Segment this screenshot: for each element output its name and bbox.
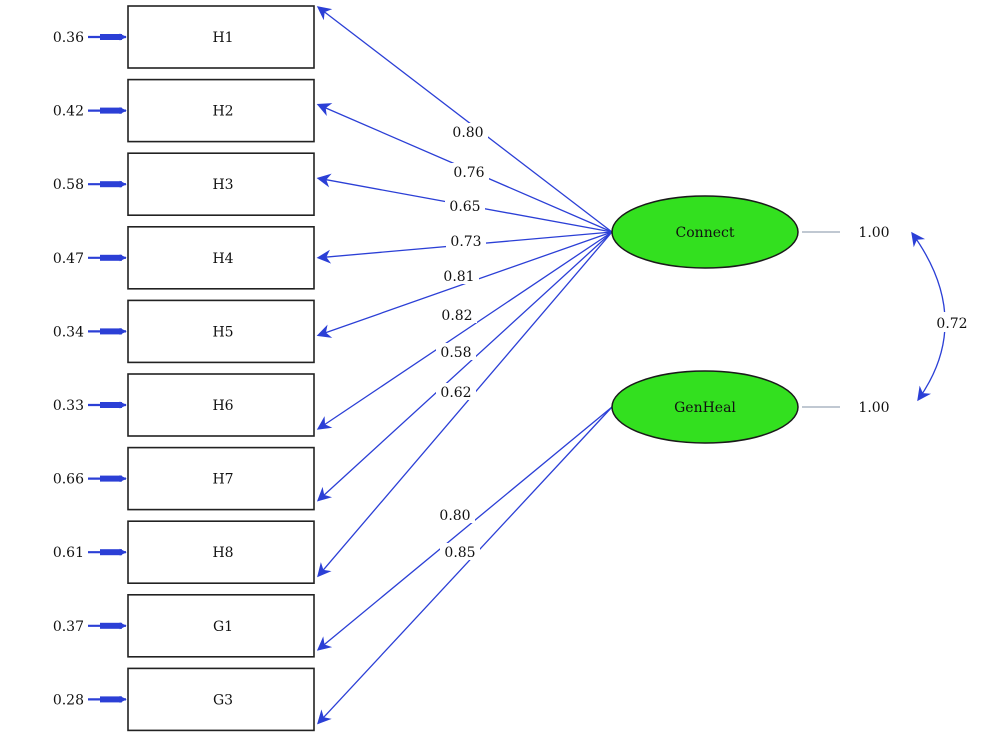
loading-value-h5: 0.81: [443, 269, 474, 285]
indicator-box-g1: [127, 593, 315, 658]
error-arrow-head-h7: [100, 475, 122, 482]
indicator-box-h6: [127, 373, 315, 437]
indicator-box-h4: [127, 226, 315, 290]
indicator-box-h3: [127, 152, 315, 216]
correlation-label-bg: [930, 312, 974, 332]
loading-path-connect-h6: [316, 231, 613, 430]
indicator-label-h5: H5: [212, 324, 233, 340]
loading-value-h1: 0.80: [452, 125, 483, 141]
loading-label-bg-h8: [436, 383, 476, 400]
latent-genheal: [611, 370, 799, 444]
indicator-label-h4: H4: [212, 251, 233, 267]
indicator-box-h2: [127, 78, 315, 143]
loading-value-h8: 0.62: [440, 385, 471, 401]
indicator-label-h1: H1: [212, 30, 233, 46]
error-variance-h6: 0.33: [53, 398, 84, 414]
error-arrow-head-g3: [100, 696, 122, 703]
error-arrow-head-g1: [100, 622, 122, 629]
loading-path-connect-h8: [317, 231, 613, 578]
error-arrow-head-h6: [100, 402, 122, 408]
loading-value-g1: 0.80: [439, 508, 470, 524]
indicator-label-g1: G1: [213, 619, 233, 635]
indicator-box-h7: [127, 446, 315, 511]
loading-path-connect-h1: [316, 6, 613, 233]
latent-label-connect: Connect: [676, 225, 735, 241]
correlation-value: 0.72: [936, 316, 967, 332]
indicator-label-h2: H2: [212, 104, 233, 120]
indicator-box-g3: [127, 667, 315, 732]
loading-label-bg-h2: [449, 163, 489, 180]
loading-label-bg-h6: [437, 306, 477, 323]
indicator-label-g3: G3: [213, 692, 233, 708]
error-variance-g3: 0.28: [53, 692, 84, 708]
loading-path-genheal-g1: [316, 406, 613, 651]
loading-label-bg-g3: [440, 543, 480, 560]
indicator-label-h3: H3: [212, 177, 233, 193]
indicator-label-h8: H8: [212, 545, 233, 561]
error-arrow-head-h4: [100, 254, 122, 261]
indicator-label-h7: H7: [212, 472, 233, 488]
error-arrow-head-h2: [100, 107, 122, 114]
error-arrow-head-h1: [100, 34, 122, 40]
error-variance-h3: 0.58: [53, 177, 84, 193]
loading-path-genheal-g3: [317, 406, 613, 725]
latent-connect: [611, 195, 799, 269]
loading-label-bg-g1: [435, 506, 475, 523]
indicator-box-h1: [127, 5, 315, 69]
error-variance-g1: 0.37: [53, 619, 84, 635]
loading-value-h2: 0.76: [453, 165, 484, 181]
loading-label-bg-h4: [446, 232, 486, 249]
error-arrow-head-h5: [100, 328, 122, 335]
error-variance-h7: 0.66: [53, 472, 84, 488]
loading-label-bg-h5: [439, 267, 479, 284]
loading-value-h3: 0.65: [449, 199, 480, 215]
loading-value-h6: 0.82: [441, 308, 472, 324]
error-variance-h5: 0.34: [53, 324, 84, 340]
error-variance-h1: 0.36: [53, 30, 84, 46]
latent-variance-connect: 1.00: [858, 225, 889, 241]
error-arrow-head-h8: [100, 549, 122, 556]
indicator-box-h8: [127, 520, 315, 585]
loading-value-h4: 0.73: [450, 234, 481, 250]
loading-path-connect-h7: [316, 231, 613, 502]
loading-label-bg-h1: [448, 123, 488, 140]
error-variance-h8: 0.61: [53, 545, 84, 561]
error-variance-h2: 0.42: [53, 104, 84, 120]
latent-label-genheal: GenHeal: [674, 400, 736, 416]
loading-label-bg-h7: [436, 343, 476, 360]
indicator-box-h5: [127, 299, 315, 364]
error-arrow-head-h3: [100, 181, 122, 188]
error-variance-h4: 0.47: [53, 251, 84, 267]
latent-variance-genheal: 1.00: [858, 400, 889, 416]
loading-label-bg-h3: [445, 197, 485, 214]
indicator-label-h6: H6: [212, 398, 233, 414]
loading-value-h7: 0.58: [440, 345, 471, 361]
loading-value-g3: 0.85: [444, 545, 475, 561]
